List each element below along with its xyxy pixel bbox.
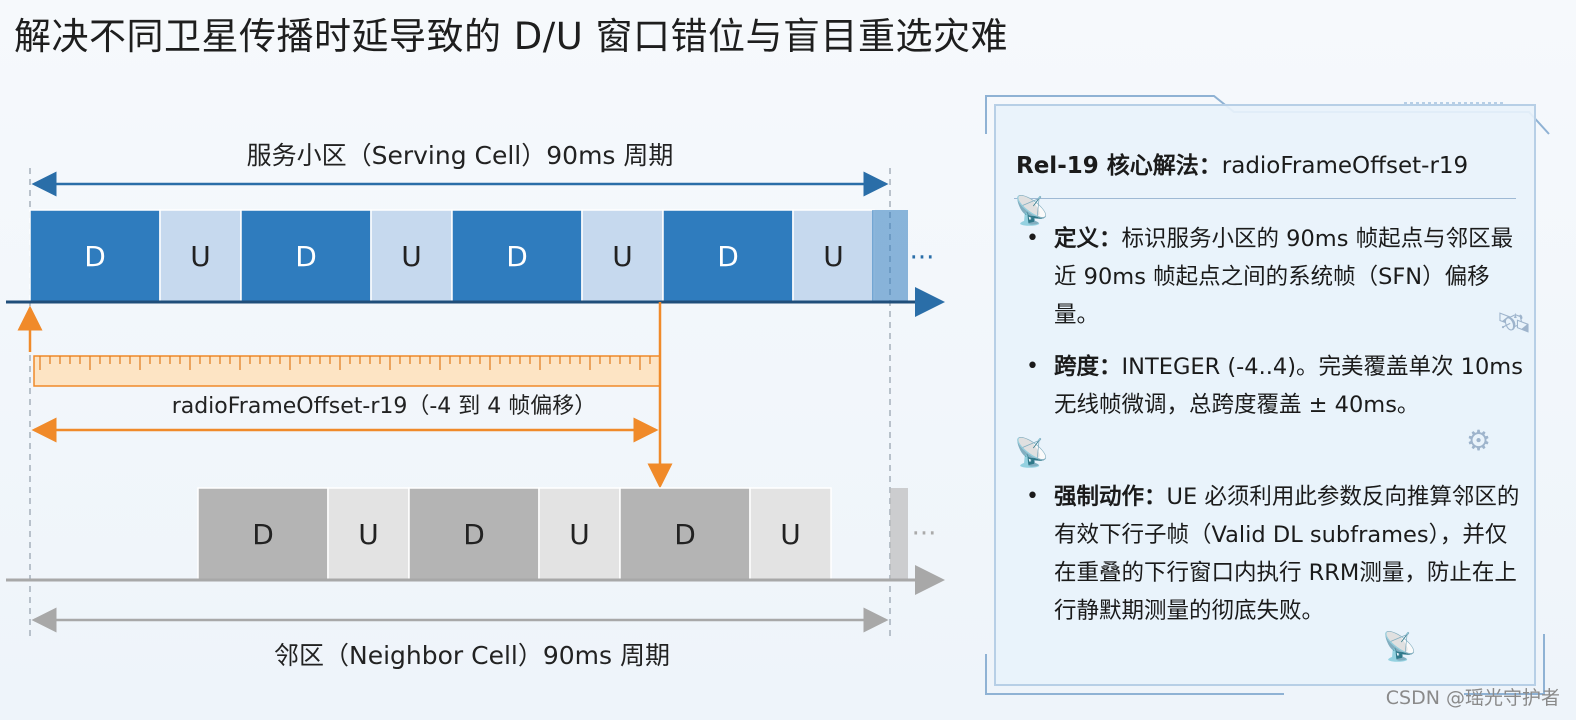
serving-ellipsis: ··· bbox=[910, 243, 935, 273]
serving-block-label: U bbox=[190, 240, 211, 273]
serving-block-label: U bbox=[401, 240, 422, 273]
bullet-dot: • bbox=[1026, 484, 1039, 509]
panel-heading-bold: Rel-19 核心解法： bbox=[1016, 153, 1222, 179]
offset-label: radioFrameOffset-r19（-4 到 4 帧偏移） bbox=[172, 394, 597, 419]
satellite-dish-icon: 📡 bbox=[1382, 630, 1417, 663]
neighbor-uplink-block bbox=[749, 487, 832, 581]
bullet-dot: • bbox=[1026, 354, 1039, 379]
neighbor-cell-label: 邻区（Neighbor Cell）90ms 周期 bbox=[274, 641, 670, 670]
panel-divider bbox=[1014, 198, 1516, 199]
offset-ruler bbox=[33, 355, 661, 387]
neighbor-uplink-block bbox=[327, 487, 410, 581]
timing-diagram: 服务小区（Serving Cell）90ms 周期 D U D U D U D U ··· r… bbox=[6, 141, 945, 670]
serving-block-label: D bbox=[84, 240, 106, 273]
serving-downlink-block bbox=[451, 209, 583, 303]
neighbor-fade-block bbox=[890, 488, 908, 580]
serving-block-label: U bbox=[612, 240, 633, 273]
bullet-term: 强制动作： bbox=[1054, 484, 1167, 510]
serving-block-label: D bbox=[295, 240, 317, 273]
neighbor-block-label: D bbox=[252, 518, 274, 551]
watermark: CSDN @瑶光守护者 bbox=[1385, 687, 1560, 709]
gears-icon: ⚙ bbox=[1466, 424, 1492, 457]
neighbor-block-label: U bbox=[780, 518, 801, 551]
neighbor-block-label: D bbox=[463, 518, 485, 551]
ruler-ticks bbox=[39, 356, 661, 370]
neighbor-block-label: D bbox=[674, 518, 696, 551]
satellite-dish-icon: 📡 bbox=[1014, 194, 1049, 227]
serving-downlink-block bbox=[662, 209, 794, 303]
bullet-span: • 跨度：INTEGER (-4..4)。完美覆盖单次 10ms 无线帧微调，总… bbox=[1026, 348, 1524, 424]
bullet-dot: • bbox=[1026, 226, 1039, 251]
neighbor-downlink-block bbox=[197, 487, 329, 581]
bullet-mandatory-action: • 强制动作：UE 必须利用此参数反向推算邻区的有效下行子帧（Valid DL … bbox=[1026, 478, 1524, 630]
serving-block-label: D bbox=[506, 240, 528, 273]
bullet-text: UE 必须利用此参数反向推算邻区的有效下行子帧（Valid DL subfram… bbox=[1054, 484, 1520, 624]
panel-heading: Rel-19 核心解法：radioFrameOffset-r19 bbox=[1016, 146, 1468, 180]
page-title: 解决不同卫星传播时延导致的 D/U 窗口错位与盲目重选灾难 bbox=[14, 15, 1009, 58]
serving-fade-block bbox=[872, 210, 908, 302]
serving-block-label: D bbox=[717, 240, 739, 273]
neighbor-block-label: U bbox=[358, 518, 379, 551]
solution-panel: Rel-19 核心解法：radioFrameOffset-r19 • 定义：标识… bbox=[994, 104, 1536, 686]
panel-heading-rest: radioFrameOffset-r19 bbox=[1221, 153, 1469, 179]
satellite-dish-icon: 📡 bbox=[1014, 436, 1049, 469]
bullet-definition: • 定义：标识服务小区的 90ms 帧起点与邻区最近 90ms 帧起点之间的系统… bbox=[1026, 220, 1524, 334]
neighbor-block-label: U bbox=[569, 518, 590, 551]
serving-downlink-block bbox=[29, 209, 161, 303]
bullet-text: INTEGER (-4..4)。完美覆盖单次 10ms 无线帧微调，总跨度覆盖 … bbox=[1054, 354, 1523, 418]
bullet-text: 标识服务小区的 90ms 帧起点与邻区最近 90ms 帧起点之间的系统帧（SFN… bbox=[1054, 226, 1514, 328]
bullet-term: 定义： bbox=[1054, 226, 1122, 252]
satellite-icon: 🛰 bbox=[1496, 306, 1532, 339]
neighbor-downlink-block bbox=[619, 487, 751, 581]
serving-cell-label: 服务小区（Serving Cell）90ms 周期 bbox=[247, 141, 674, 170]
bullet-term: 跨度： bbox=[1054, 354, 1122, 380]
serving-block-label: U bbox=[823, 240, 844, 273]
neighbor-ellipsis: ··· bbox=[912, 519, 937, 549]
serving-uplink-block bbox=[792, 209, 875, 303]
